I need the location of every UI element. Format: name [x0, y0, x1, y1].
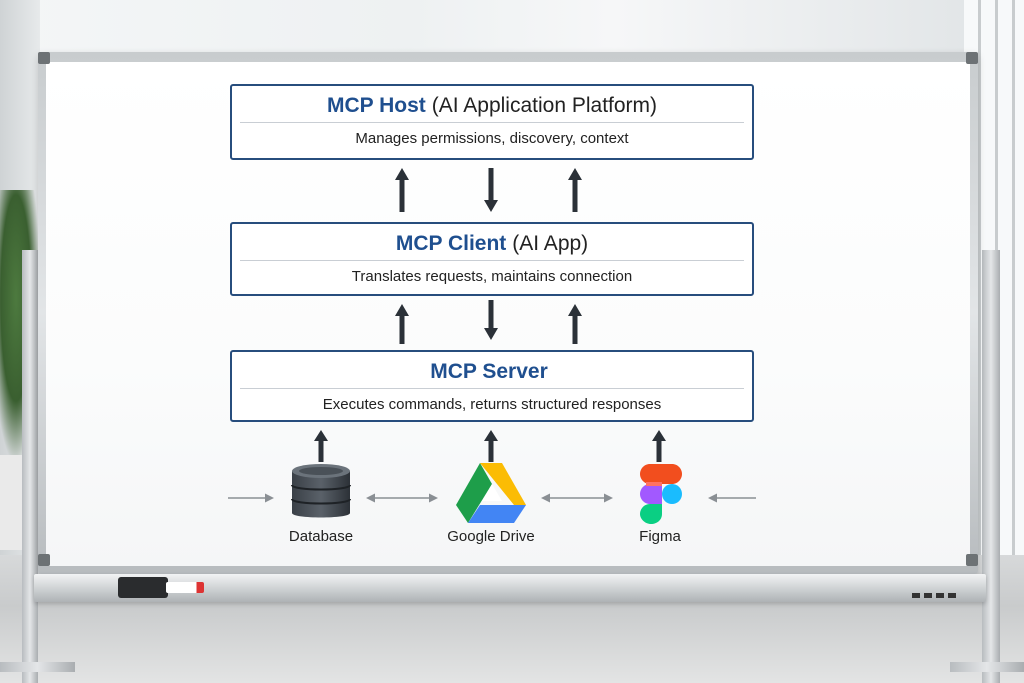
database-label: Database	[288, 528, 354, 545]
tray-markers	[912, 593, 956, 598]
arrow-right-icon	[228, 491, 274, 509]
arrow-up-icon	[395, 168, 409, 212]
mcp-host-title: MCP Host	[326, 94, 426, 117]
arrow-up-icon	[652, 430, 666, 462]
arrow-up-icon	[314, 430, 328, 462]
double-arrow-icon	[541, 491, 613, 509]
arrow-up-icon	[484, 430, 498, 462]
arrow-left-icon	[708, 491, 756, 509]
frame-corner	[966, 52, 978, 64]
arrow-up-icon	[568, 168, 582, 212]
mcp-server-description: Executes commands, returns structured re…	[322, 396, 662, 413]
mcp-client-title: MCP Client	[395, 232, 507, 255]
arrow-down-icon	[484, 300, 498, 340]
arrow-up-icon	[568, 304, 582, 344]
marker	[166, 582, 204, 593]
mcp-client-box: MCP Client(AI App) Translates requests, …	[230, 222, 754, 296]
frame-corner	[38, 52, 50, 64]
frame-corner	[966, 554, 978, 566]
mcp-server-title: MCP Server	[430, 360, 548, 383]
database-icon	[290, 463, 352, 528]
stand-foot-left	[0, 662, 75, 672]
google-drive-icon	[456, 463, 526, 528]
divider	[240, 122, 744, 123]
mcp-server-box: MCP Server Executes commands, returns st…	[230, 350, 754, 422]
arrow-up-icon	[395, 304, 409, 344]
divider	[240, 260, 744, 261]
double-arrow-icon	[366, 491, 438, 509]
mcp-client-description: Translates requests, maintains connectio…	[351, 268, 633, 285]
plant-pot	[0, 455, 26, 550]
mcp-host-box: MCP Host(AI Application Platform) Manage…	[230, 84, 754, 160]
figma-label: Figma	[639, 528, 681, 545]
mcp-host-subtitle: (AI Application Platform)	[431, 94, 658, 117]
google-drive-label: Google Drive	[447, 528, 535, 545]
divider	[240, 388, 744, 389]
whiteboard-stand-left	[22, 250, 38, 683]
whiteboard-stand-right	[982, 250, 1000, 683]
mcp-client-subtitle: (AI App)	[512, 232, 589, 255]
eraser	[118, 577, 168, 598]
frame-corner	[38, 554, 50, 566]
figma-icon	[640, 464, 686, 529]
arrow-down-icon	[484, 168, 498, 212]
stand-foot-right	[950, 662, 1024, 672]
mcp-host-description: Manages permissions, discovery, context	[355, 130, 629, 147]
